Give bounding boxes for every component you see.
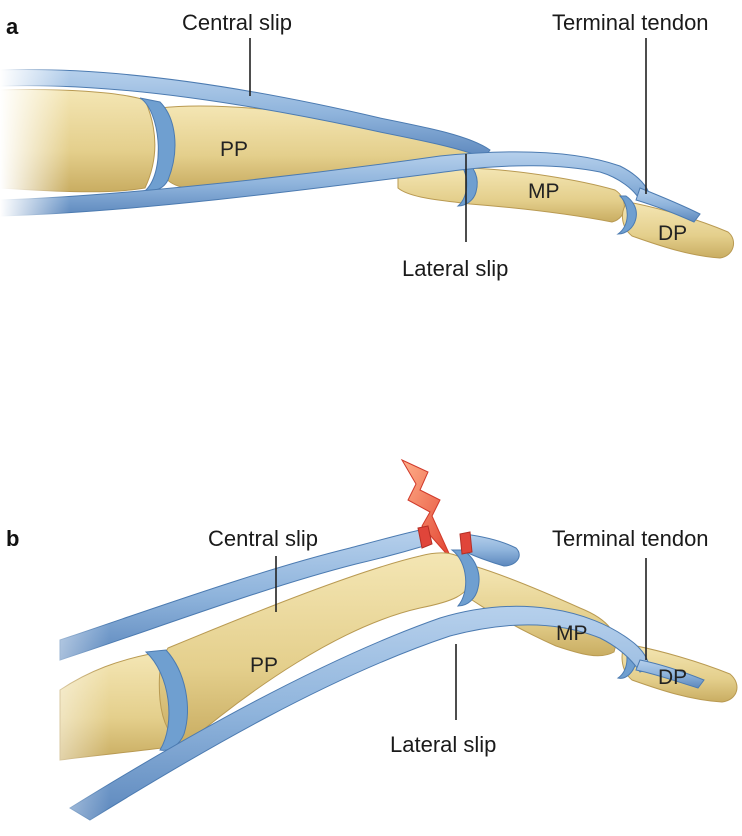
fade-overlay bbox=[0, 50, 70, 230]
panel-b: b PP MP DP bbox=[0, 460, 737, 836]
terminal-tendon-label: Terminal tendon bbox=[552, 10, 709, 35]
dp-label: DP bbox=[658, 222, 687, 245]
mp-label: MP bbox=[528, 180, 560, 203]
pp-label: PP bbox=[250, 654, 278, 677]
panel-a: a PP MP DP Central slip Terminal t bbox=[0, 10, 734, 281]
panel-a-letter: a bbox=[6, 14, 19, 39]
pp-label: PP bbox=[220, 138, 248, 161]
lateral-slip-label: Lateral slip bbox=[390, 732, 496, 757]
terminal-tendon-label: Terminal tendon bbox=[552, 526, 709, 551]
lateral-slip-label: Lateral slip bbox=[402, 256, 508, 281]
central-slip-label: Central slip bbox=[208, 526, 318, 551]
mp-label: MP bbox=[556, 622, 588, 645]
fade-overlay bbox=[0, 600, 110, 836]
rupture-stump-distal bbox=[460, 532, 472, 554]
panel-b-letter: b bbox=[6, 526, 19, 551]
dp-label: DP bbox=[658, 666, 687, 689]
proximal-phalanx bbox=[159, 553, 472, 744]
central-slip-label: Central slip bbox=[182, 10, 292, 35]
middle-phalanx bbox=[398, 167, 624, 222]
